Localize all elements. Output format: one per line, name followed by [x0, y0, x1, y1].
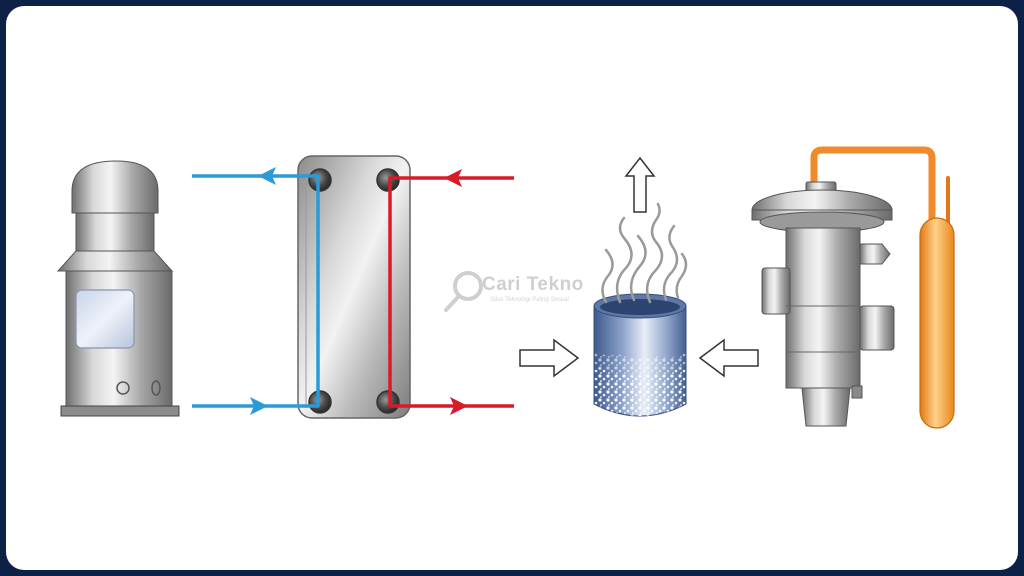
hot-fluid-line: [388, 169, 514, 415]
capillary-tube: [810, 146, 936, 226]
watermark-tagline: Situs Teknologi Paling Sesuai: [490, 297, 569, 303]
refrigerant-in-arrow: [698, 338, 759, 378]
watermark-brand: Cari Tekno: [482, 274, 584, 295]
thermostatic-expansion-valve: [751, 146, 955, 429]
heat-in-arrow: [519, 338, 580, 378]
evaporating-liquid-container: [593, 293, 687, 417]
hot-inflow-arrow: [444, 169, 462, 187]
cold-inflow-arrow: [250, 397, 268, 415]
watermark-logo-icon: [444, 271, 483, 312]
cold-fluid-line: [192, 167, 320, 415]
sensing-bulb: [919, 217, 955, 429]
refrigeration-diagram: [56, 146, 955, 429]
diagram-frame: Cari Tekno Situs Teknologi Paling Sesuai: [6, 6, 1018, 570]
cold-outflow-arrow: [258, 167, 276, 185]
compressor: [56, 160, 180, 417]
vapor-up-arrow: [624, 156, 656, 213]
vapor-wisps: [601, 202, 688, 304]
compressor-sight-glass: [75, 289, 135, 349]
plate-heat-exchanger: [297, 155, 411, 419]
hot-outflow-arrow: [450, 397, 468, 415]
